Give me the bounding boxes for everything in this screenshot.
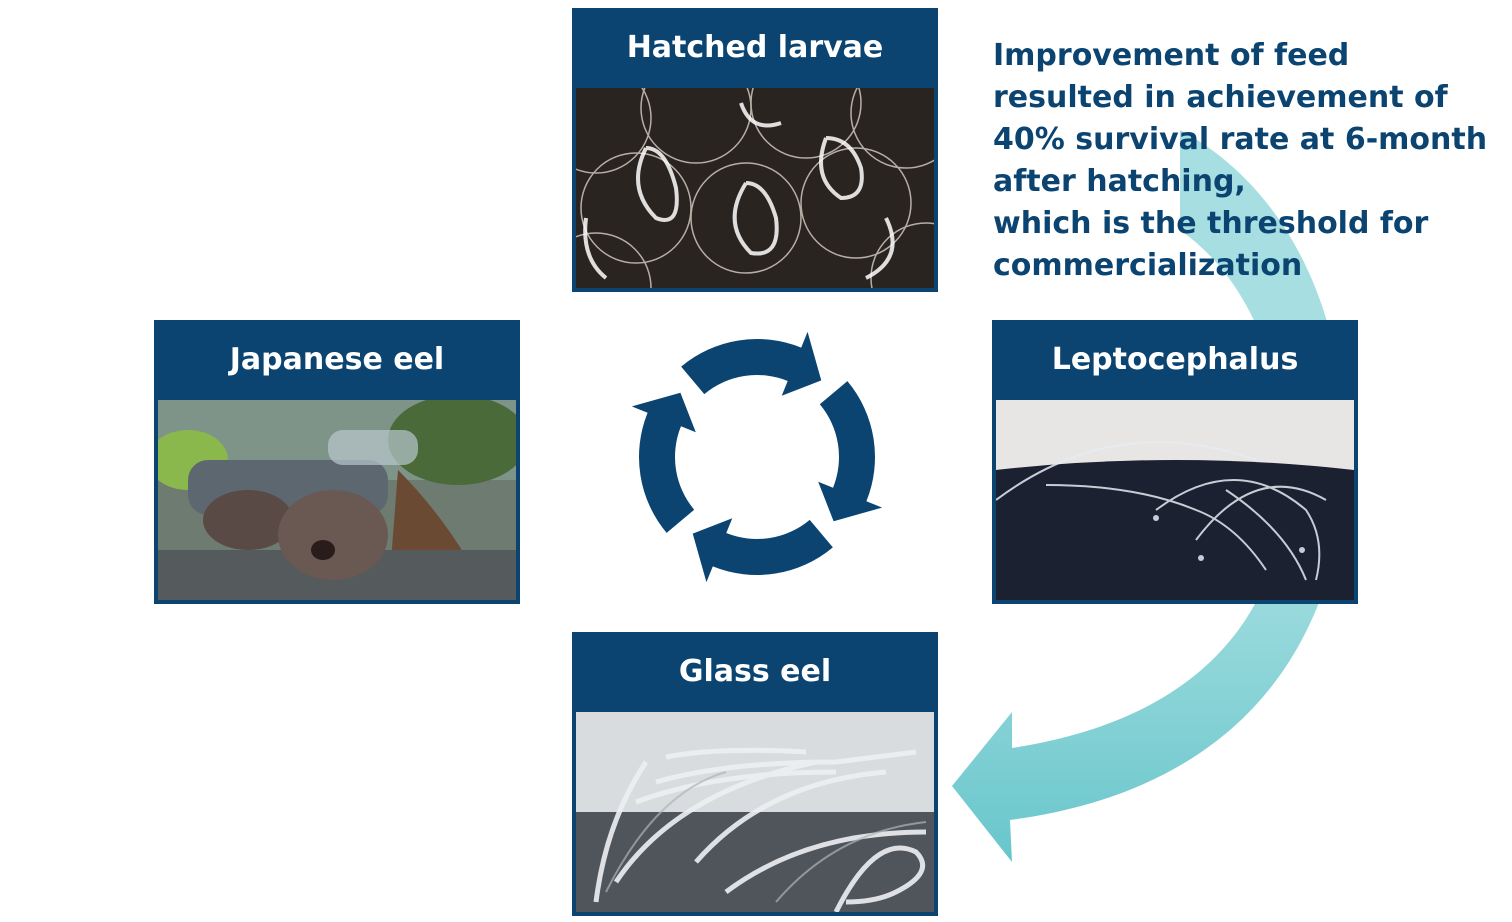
survival-rate-note: Improvement of feed resulted in achievem… xyxy=(993,35,1493,287)
note-line: Improvement of feed xyxy=(993,38,1350,73)
stage-title: Glass eel xyxy=(678,654,832,689)
stage-card-japanese-eel: Japanese eel xyxy=(154,320,520,604)
cycle-arrow-segment xyxy=(692,518,833,583)
stage-title: Leptocephalus xyxy=(1051,342,1299,377)
hatched-larvae-photo xyxy=(576,88,934,288)
glass-eel-photo xyxy=(576,712,934,912)
leptocephalus-photo xyxy=(996,400,1354,600)
cycle-arrow-segment xyxy=(818,381,883,522)
stage-title: Japanese eel xyxy=(229,342,445,377)
note-line: after hatching, xyxy=(993,164,1246,199)
note-line: commercialization xyxy=(993,248,1303,283)
note-line: 40% survival rate at 6-month xyxy=(993,122,1488,157)
stage-card-leptocephalus: Leptocephalus xyxy=(992,320,1358,604)
circular-arrows-icon xyxy=(631,331,883,583)
cycle-arrow-segment xyxy=(681,331,822,396)
cycle-arrow-segment xyxy=(631,392,696,533)
stage-card-glass-eel: Glass eel xyxy=(572,632,938,916)
japanese-eel-photo xyxy=(158,400,516,600)
note-line: resulted in achievement of xyxy=(993,80,1448,115)
note-line: which is the threshold for xyxy=(993,206,1429,241)
stage-card-hatched-larvae: Hatched larvae xyxy=(572,8,938,292)
stage-title: Hatched larvae xyxy=(626,30,884,65)
